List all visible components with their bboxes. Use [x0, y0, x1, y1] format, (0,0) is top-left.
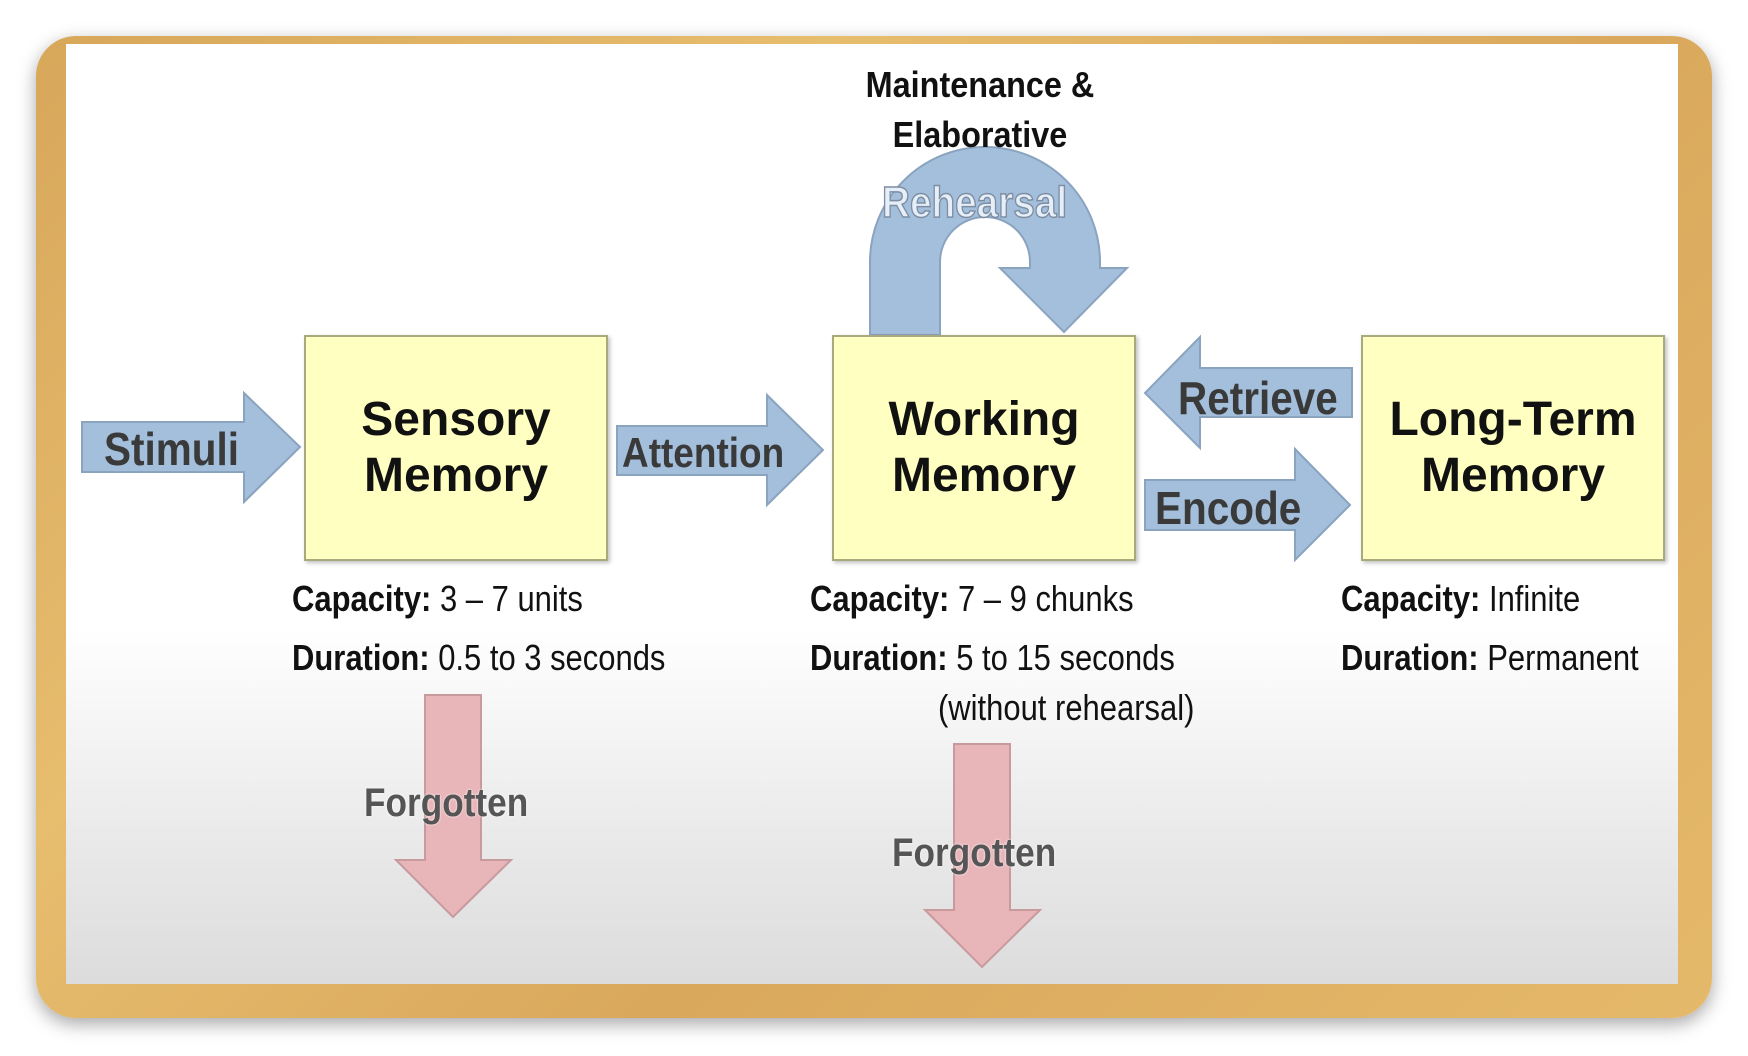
capacity-value: 3 – 7 units	[439, 578, 583, 619]
duration-value: Permanent	[1487, 637, 1639, 678]
forgotten-label-sensory: Forgotten	[364, 781, 529, 825]
duration-label: Duration:	[810, 637, 948, 678]
working-duration: Duration: 5 to 15 seconds	[810, 637, 1175, 679]
sensory-duration: Duration: 0.5 to 3 seconds	[292, 637, 665, 679]
working-memory-box: Working Memory	[832, 335, 1136, 561]
working-capacity: Capacity: 7 – 9 chunks	[810, 578, 1134, 620]
attention-label: Attention	[622, 429, 785, 476]
sensory-capacity: Capacity: 3 – 7 units	[292, 578, 583, 620]
capacity-value: Infinite	[1488, 578, 1581, 619]
duration-label: Duration:	[1341, 637, 1479, 678]
rehearsal-loop-arrow	[869, 146, 1130, 336]
encode-arrow	[1144, 446, 1352, 563]
rehearsal-label: Rehearsal	[881, 177, 1068, 228]
forgotten-label-working: Forgotten	[892, 831, 1057, 875]
forgotten-arrow-working	[922, 743, 1043, 969]
rehearsal-heading: Maintenance & Elaborative	[865, 64, 1095, 155]
capacity-label: Capacity:	[1341, 578, 1481, 619]
sensory-memory-box: Sensory Memory	[304, 335, 608, 561]
duration-value: 0.5 to 3 seconds	[438, 637, 666, 678]
stimuli-arrow	[81, 390, 302, 505]
longterm-capacity: Capacity: Infinite	[1341, 578, 1580, 620]
attention-arrow	[616, 392, 825, 508]
encode-label: Encode	[1155, 482, 1302, 534]
capacity-label: Capacity:	[810, 578, 950, 619]
capacity-value: 7 – 9 chunks	[957, 578, 1134, 619]
working-duration-note: (without rehearsal)	[938, 687, 1195, 728]
stimuli-label: Stimuli	[104, 423, 239, 475]
duration-label: Duration:	[292, 637, 430, 678]
duration-value: 5 to 15 seconds	[956, 637, 1175, 678]
forgotten-arrow-sensory	[393, 694, 514, 919]
capacity-label: Capacity:	[292, 578, 432, 619]
retrieve-label: Retrieve	[1178, 372, 1338, 424]
longterm-duration: Duration: Permanent	[1341, 637, 1639, 679]
retrieve-arrow	[1143, 334, 1353, 451]
long-term-memory-box: Long-Term Memory	[1361, 335, 1665, 561]
